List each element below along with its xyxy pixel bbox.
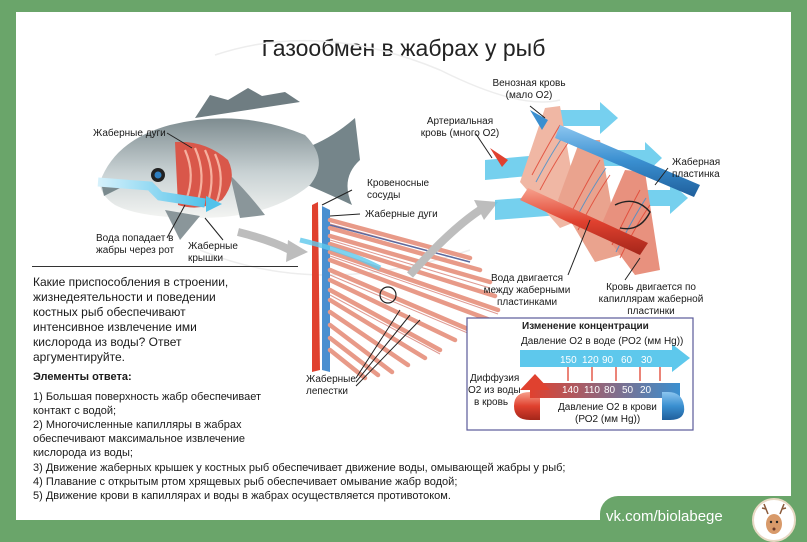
answer-line: кислорода из воды;	[33, 447, 133, 461]
label-blood-moves-1: Кровь двигается по	[596, 282, 706, 294]
answer-line: контакт с водой;	[33, 405, 116, 419]
label-plate-1: Жаберная	[672, 157, 720, 169]
footer-link[interactable]: vk.com/biolabege	[606, 508, 723, 525]
label-venous-1: Венозная кровь	[484, 78, 574, 90]
blood-value: 20	[640, 385, 651, 397]
question-line: костных рыб обеспечивают	[33, 305, 186, 320]
label-vessels-1: Кровеносные	[367, 178, 429, 190]
label-water-moves-3: пластинками	[482, 297, 572, 309]
answer-line: 1) Большая поверхность жабр обеспечивает	[33, 391, 261, 405]
label-gill-covers-2: крышки	[188, 253, 223, 265]
label-plate-2: пластинка	[672, 169, 720, 181]
water-value: 120	[582, 355, 599, 367]
label-filament-arches: Жаберные дуги	[365, 209, 438, 221]
blood-value: 140	[562, 385, 579, 397]
label-petals-2: лепестки	[306, 386, 348, 398]
question-line: жизнедеятельности и поведении	[33, 290, 216, 305]
water-pressure-label: Давление О2 в воде (РО2 (мм Hg))	[521, 336, 683, 348]
question-line: интенсивное извлечение ими	[33, 320, 197, 335]
question-line: кислорода из воды? Ответ	[33, 335, 182, 350]
label-water-moves-2: между жаберными	[482, 285, 572, 297]
label-arterial-2: кровь (много О2)	[412, 128, 508, 140]
label-petals-1: Жаберные	[306, 374, 356, 386]
answer-line: 4) Плавание с открытым ртом хрящевых рыб…	[33, 476, 457, 490]
blood-pressure-label-1: Давление О2 в крови	[558, 402, 657, 414]
answer-line: 2) Многочисленные капилляры в жабрах	[33, 419, 242, 433]
label-vessels-2: сосуды	[367, 190, 400, 202]
concentration-title: Изменение концентрации	[522, 321, 649, 332]
diffusion-label-3: в кровь	[474, 397, 508, 409]
diffusion-label-1: Диффузия	[470, 373, 519, 385]
label-water-moves-1: Вода двигается	[482, 273, 572, 285]
question-line: Какие приспособления в строении,	[33, 275, 228, 290]
diffusion-label-2: О2 из воды	[468, 385, 521, 397]
deer-logo-icon	[752, 498, 796, 542]
answer-line: обеспечивают максимальное извлечение	[33, 433, 245, 447]
water-value: 60	[621, 355, 632, 367]
water-value: 90	[602, 355, 613, 367]
water-value: 30	[641, 355, 652, 367]
blood-value: 80	[604, 385, 615, 397]
label-gill-arches: Жаберные дуги	[93, 128, 166, 140]
zoom-arrow-1	[238, 232, 290, 250]
label-water-mouth-1: Вода попадает в	[96, 233, 173, 245]
fish-illustration	[98, 88, 360, 240]
answer-line: 5) Движение крови в капиллярах и воды в …	[33, 490, 451, 504]
gill-lamella-illustration	[485, 102, 700, 275]
blood-value: 110	[584, 385, 600, 397]
label-gill-covers-1: Жаберные	[188, 241, 238, 253]
blood-pressure-label-2: (РО2 (мм Hg))	[575, 414, 640, 426]
question-line: аргументируйте.	[33, 350, 125, 365]
water-value: 150	[560, 355, 577, 367]
label-blood-moves-2: капиллярам жаберной	[596, 294, 706, 306]
label-venous-2: (мало О2)	[484, 90, 574, 102]
label-water-mouth-2: жабры через рот	[96, 245, 174, 257]
divider	[32, 266, 298, 267]
blood-value: 50	[622, 385, 633, 397]
answer-heading: Элементы ответа:	[33, 371, 132, 383]
answer-line: 3) Движение жаберных крышек у костных ры…	[33, 462, 566, 476]
label-arterial-1: Артериальная	[412, 116, 508, 128]
label-blood-moves-3: пластинки	[596, 306, 706, 318]
